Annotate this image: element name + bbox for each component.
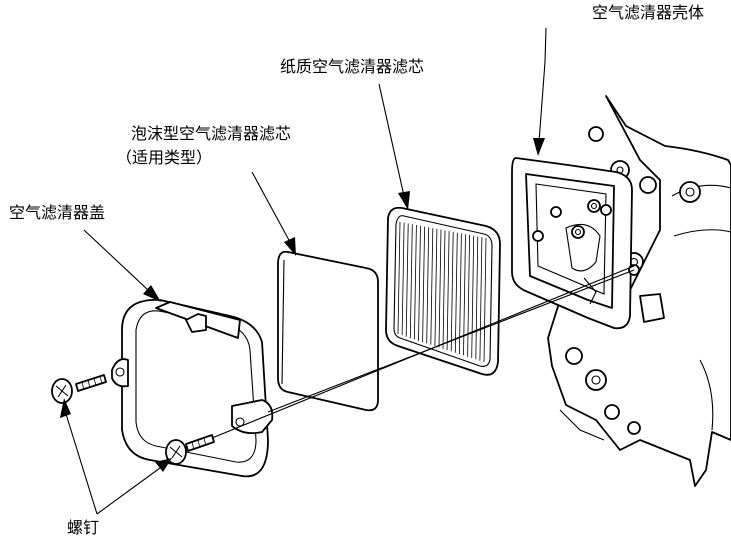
filter-pleat [467,234,470,357]
filter-pleat [401,222,405,336]
air-cleaner-housing [511,157,640,330]
leader-paper-element [378,83,410,210]
filter-pleat [405,223,409,337]
leader-housing [533,27,547,156]
filter-pleat [438,229,442,348]
filter-pleat [426,227,430,344]
filter-pleat [475,236,479,360]
air-cleaner-cover [111,299,274,478]
foam-element-label: 泡沫型空气滤清器滤芯 [131,124,292,143]
housing-label: 空气滤清器壳体 [592,3,705,22]
filter-pleat [450,231,454,352]
paper-filter-element [385,206,501,376]
filter-pleat [397,221,401,335]
filter-pleat [442,230,446,349]
filter-pleat [483,237,487,363]
filter-pleat [430,228,434,345]
foam-element-note: （适用类型） [116,148,213,167]
screw-lower [165,434,215,465]
filter-pleats [397,221,487,363]
paper-element-label: 纸质空气滤清器滤芯 [280,57,425,76]
filter-pleat [479,237,483,361]
assembly-lines [211,265,635,439]
foam-filter-element [277,250,379,412]
filter-pleat [409,224,413,339]
screw-upper [51,374,107,404]
cover-label: 空气滤清器盖 [9,203,106,222]
leader-cover [83,229,161,302]
filter-pleat [454,232,458,353]
filter-pleat [446,231,450,351]
filter-pleat [418,225,421,341]
filter-pleat [471,235,475,359]
leader-foam-element [251,171,296,256]
filter-pleat [414,224,417,340]
filter-pleat [434,228,438,347]
engine-body [547,95,731,487]
screws-label: 螺钉 [67,518,100,537]
filter-pleat [459,233,462,355]
filter-pleat [422,226,425,343]
leader-screws [60,398,172,515]
